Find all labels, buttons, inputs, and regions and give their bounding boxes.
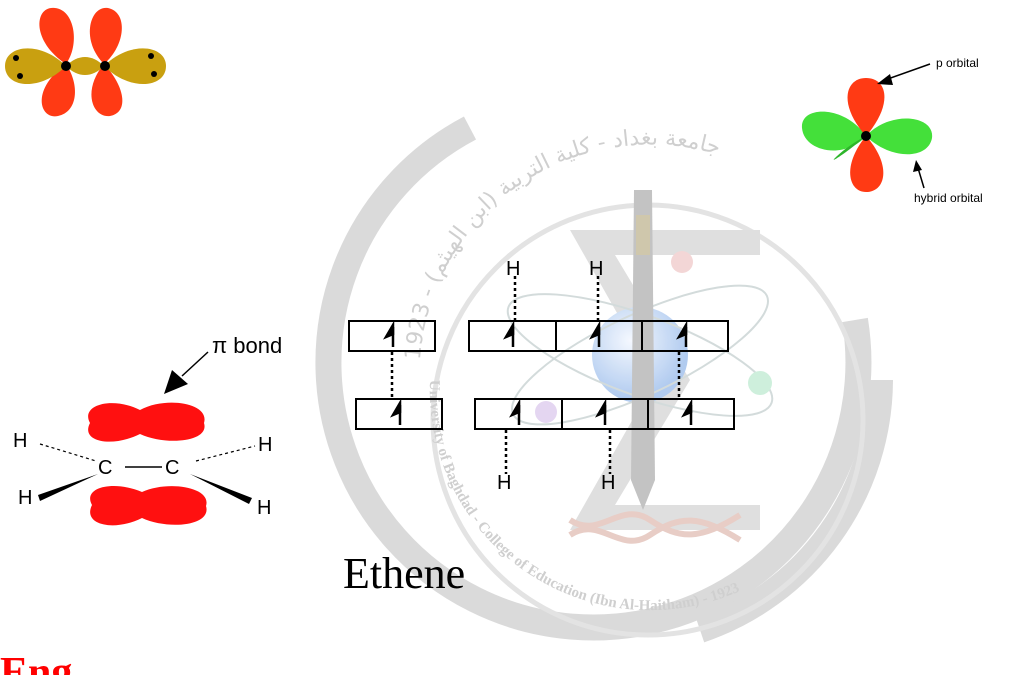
slide-title: Ethene [343, 549, 466, 598]
watermark-orbit-1 [506, 293, 774, 417]
electron-arrow [503, 320, 515, 347]
green-lobe-left [801, 111, 866, 151]
electron-arrow [589, 320, 601, 347]
upper-p-box [348, 320, 436, 352]
red-lobe-bottom [850, 136, 884, 192]
atom-c-right: C [165, 457, 180, 479]
p-lobe-bottom-right [91, 64, 123, 117]
electron-arrow [509, 398, 521, 425]
lower-h-label-2: H [601, 472, 616, 494]
watermark-electron-3 [535, 401, 557, 423]
upper-h-label-2: H [589, 258, 604, 280]
green-lobe-back [833, 136, 866, 160]
watermark-electron-2 [748, 371, 772, 395]
pi-bond-label: π bond [212, 333, 283, 358]
electron-arrow [383, 320, 395, 347]
p-orbital-label: p orbital [936, 56, 979, 70]
watermark-electron-1 [671, 251, 693, 273]
red-lobe-top [847, 78, 885, 136]
nucleus-right [100, 61, 110, 71]
atom-h-top-right: H [258, 434, 273, 456]
electron-arrow [676, 320, 688, 347]
atom-h-top-left: H [13, 430, 28, 452]
watermark-outer-arc [315, 116, 872, 641]
bottom-heading-fragment: Eng. . . . . . [0, 652, 188, 675]
upper-sp2-box-3 [641, 320, 729, 352]
electron-arrow [681, 398, 693, 425]
electron-arrow [595, 398, 607, 425]
pi-lobe-upper [88, 402, 205, 442]
center-nucleus [861, 131, 871, 141]
pi-lobe-lower [90, 486, 207, 526]
lower-h-label-1: H [497, 472, 512, 494]
green-lobe-right [866, 118, 933, 155]
lower-sp2-box-3 [647, 398, 735, 430]
atom-h-bottom-right: H [257, 497, 272, 519]
p-lobe-top-right [89, 7, 122, 64]
hybrid-lobe-center [66, 57, 104, 75]
hybrid-orbital-label: hybrid orbital [914, 191, 983, 205]
p-lobe-bottom-left [41, 64, 76, 117]
watermark-dna [568, 511, 742, 538]
lower-p-box [355, 398, 443, 430]
nucleus-left [61, 61, 71, 71]
upper-h-label-1: H [506, 258, 521, 280]
p-lobe-top-left [39, 7, 74, 64]
electron-arrow [390, 398, 402, 425]
atom-c-left: C [98, 457, 113, 479]
atom-h-bottom-left: H [18, 487, 33, 509]
